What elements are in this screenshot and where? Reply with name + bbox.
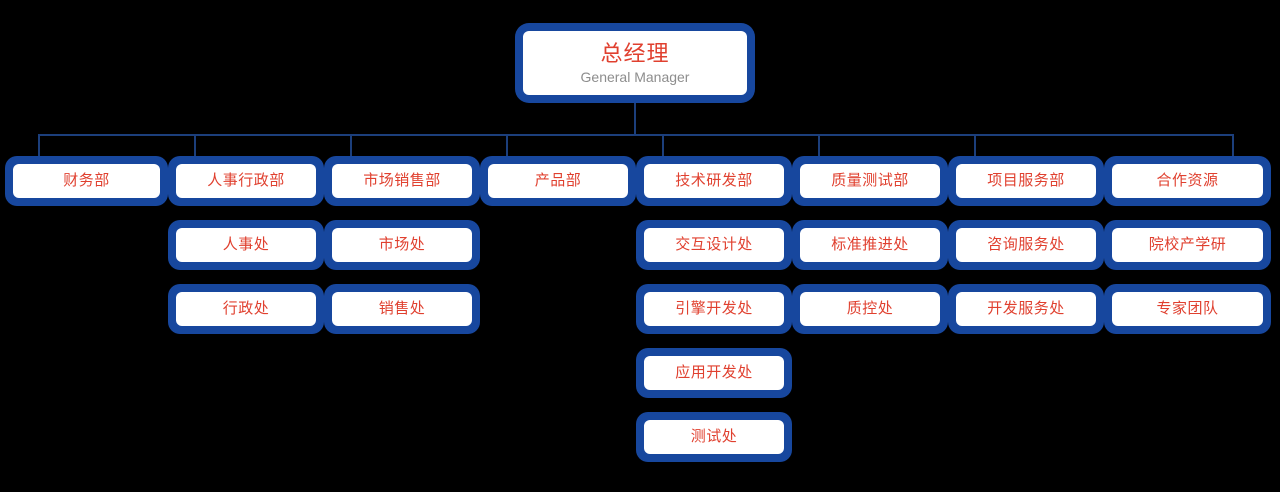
node-sub-7-0-label: 院校产学研 — [1148, 235, 1227, 253]
node-sub-7-1-label: 专家团队 — [1156, 299, 1219, 317]
node-sub-6-0-label: 咨询服务处 — [987, 235, 1065, 253]
node-dept-5-inner: 质量测试部 — [800, 164, 940, 198]
node-dept-7-inner: 合作资源 — [1112, 164, 1263, 198]
node-dept-6-label: 项目服务部 — [987, 171, 1065, 189]
node-sub-6-1[interactable]: 开发服务处 — [948, 284, 1104, 334]
node-sub-2-1[interactable]: 销售处 — [324, 284, 480, 334]
node-sub-1-0-inner: 人事处 — [176, 228, 316, 262]
connector-stub-col-2 — [350, 134, 352, 156]
node-dept-7-label: 合作资源 — [1156, 171, 1219, 189]
connector-stub-col-6 — [974, 134, 976, 156]
node-sub-6-0[interactable]: 咨询服务处 — [948, 220, 1104, 270]
node-sub-4-0-label: 交互设计处 — [675, 235, 753, 253]
node-dept-3-label: 产品部 — [534, 171, 582, 189]
node-sub-7-1-inner: 专家团队 — [1112, 292, 1263, 326]
node-sub-1-1[interactable]: 行政处 — [168, 284, 324, 334]
connector-root-drop — [634, 103, 636, 135]
node-sub-4-3-label: 测试处 — [690, 427, 738, 445]
node-root[interactable]: 总经理 General Manager — [515, 23, 755, 103]
node-sub-2-1-label: 销售处 — [378, 299, 426, 317]
node-dept-5-label: 质量测试部 — [831, 171, 909, 189]
node-sub-6-1-label: 开发服务处 — [987, 299, 1065, 317]
node-dept-7[interactable]: 合作资源 — [1104, 156, 1271, 206]
node-sub-2-1-inner: 销售处 — [332, 292, 472, 326]
node-dept-3-inner: 产品部 — [488, 164, 628, 198]
node-sub-5-0-label: 标准推进处 — [831, 235, 909, 253]
node-dept-5[interactable]: 质量测试部 — [792, 156, 948, 206]
node-dept-0-label: 财务部 — [63, 171, 110, 189]
node-sub-1-0[interactable]: 人事处 — [168, 220, 324, 270]
node-dept-2-label: 市场销售部 — [363, 171, 441, 189]
node-sub-7-0[interactable]: 院校产学研 — [1104, 220, 1271, 270]
node-sub-1-0-label: 人事处 — [222, 235, 270, 253]
node-dept-6[interactable]: 项目服务部 — [948, 156, 1104, 206]
node-dept-4-inner: 技术研发部 — [644, 164, 784, 198]
node-root-label-cn: 总经理 — [600, 40, 670, 66]
node-sub-5-0[interactable]: 标准推进处 — [792, 220, 948, 270]
connector-stub-col-1 — [194, 134, 196, 156]
node-dept-6-inner: 项目服务部 — [956, 164, 1096, 198]
node-dept-0-inner: 财务部 — [13, 164, 160, 198]
node-sub-6-0-inner: 咨询服务处 — [956, 228, 1096, 262]
connector-horizontal-bus — [38, 134, 1234, 136]
node-sub-4-3[interactable]: 测试处 — [636, 412, 792, 462]
node-dept-4[interactable]: 技术研发部 — [636, 156, 792, 206]
node-sub-4-3-inner: 测试处 — [644, 420, 784, 454]
node-sub-4-1-label: 引擎开发处 — [675, 299, 753, 317]
node-sub-5-1[interactable]: 质控处 — [792, 284, 948, 334]
node-sub-7-1[interactable]: 专家团队 — [1104, 284, 1271, 334]
node-sub-4-2-label: 应用开发处 — [675, 363, 753, 381]
node-dept-0[interactable]: 财务部 — [5, 156, 168, 206]
node-sub-4-2[interactable]: 应用开发处 — [636, 348, 792, 398]
node-sub-4-0-inner: 交互设计处 — [644, 228, 784, 262]
node-sub-4-2-inner: 应用开发处 — [644, 356, 784, 390]
node-sub-1-1-label: 行政处 — [222, 299, 270, 317]
node-sub-4-1[interactable]: 引擎开发处 — [636, 284, 792, 334]
node-dept-4-label: 技术研发部 — [675, 171, 753, 189]
node-dept-2-inner: 市场销售部 — [332, 164, 472, 198]
node-sub-1-1-inner: 行政处 — [176, 292, 316, 326]
node-dept-1-label: 人事行政部 — [207, 171, 285, 189]
node-sub-2-0[interactable]: 市场处 — [324, 220, 480, 270]
connector-stub-col-0 — [38, 134, 40, 156]
node-sub-5-0-inner: 标准推进处 — [800, 228, 940, 262]
node-sub-6-1-inner: 开发服务处 — [956, 292, 1096, 326]
node-sub-5-1-inner: 质控处 — [800, 292, 940, 326]
node-dept-1-inner: 人事行政部 — [176, 164, 316, 198]
node-sub-4-1-inner: 引擎开发处 — [644, 292, 784, 326]
node-root-label-en: General Manager — [580, 69, 690, 85]
connector-stub-col-4 — [662, 134, 664, 156]
connector-stub-col-7 — [1232, 134, 1234, 156]
node-sub-2-0-inner: 市场处 — [332, 228, 472, 262]
node-dept-3[interactable]: 产品部 — [480, 156, 636, 206]
node-sub-5-1-label: 质控处 — [846, 299, 894, 317]
connector-stub-col-3 — [506, 134, 508, 156]
node-dept-2[interactable]: 市场销售部 — [324, 156, 480, 206]
connector-stub-col-5 — [818, 134, 820, 156]
node-dept-1[interactable]: 人事行政部 — [168, 156, 324, 206]
node-root-inner: 总经理 General Manager — [523, 31, 747, 95]
node-sub-4-0[interactable]: 交互设计处 — [636, 220, 792, 270]
node-sub-2-0-label: 市场处 — [378, 235, 426, 253]
node-sub-7-0-inner: 院校产学研 — [1112, 228, 1263, 262]
